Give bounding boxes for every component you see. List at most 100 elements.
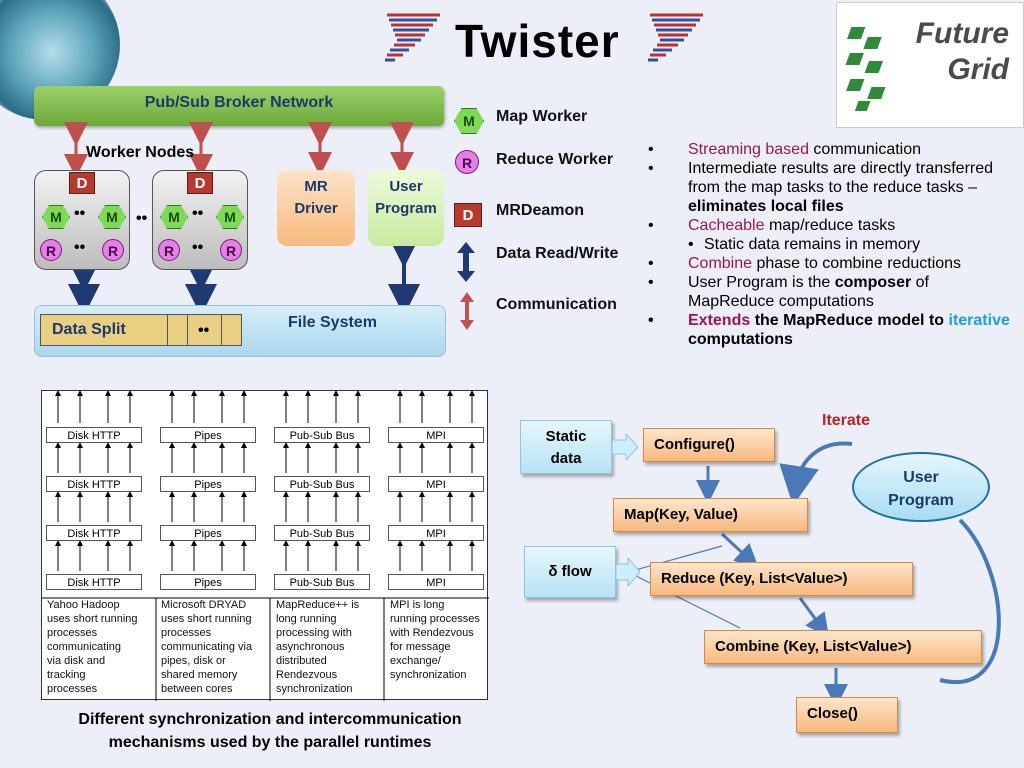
mr-driver-line1: MR — [304, 178, 328, 195]
bullet-highlight: Extends — [688, 312, 751, 329]
legend-reduce-worker: Reduce Worker — [496, 151, 614, 168]
file-system-label: File System — [288, 314, 377, 331]
logo-text-future: Future — [915, 17, 1009, 50]
bullet-text: map/reduce tasks — [764, 217, 896, 234]
desc-line: processes — [47, 627, 98, 639]
bullet-extends: Extends the MapReduce model to iterative… — [648, 311, 1018, 349]
static-data-line1: Static — [545, 428, 587, 445]
legend-daemon-icon: D — [454, 203, 482, 227]
reduce-worker-icon: R — [220, 239, 242, 261]
data-split-cell — [167, 315, 188, 345]
channel-box: Disk HTTP — [46, 427, 142, 443]
data-split-bar — [40, 314, 242, 346]
bullet-bold: eliminates local files — [688, 198, 844, 215]
panel-caption: Different synchronization and intercommu… — [40, 708, 500, 754]
map-step: Map(Key, Value) — [613, 498, 808, 532]
legend-mrdeamon: MRDeamon — [496, 202, 585, 219]
desc-line: with Rendezvous — [390, 627, 474, 639]
bullet-text: Static data remains in memory — [704, 236, 921, 253]
desc-mapreduceplus: MapReduce++ is long running processing w… — [276, 598, 359, 696]
ellipsis: •• — [198, 322, 210, 339]
channel-box: Pub-Sub Bus — [274, 476, 370, 492]
legend-communication: Communication — [496, 296, 617, 313]
user-program-line2: Program — [375, 200, 437, 217]
ellipsis: •• — [74, 205, 86, 222]
desc-line: running processes — [390, 613, 480, 625]
logo-text-grid: Grid — [947, 53, 1009, 86]
data-read-write-arrow-icon — [457, 242, 475, 282]
desc-line: pipes, disk or — [161, 655, 226, 667]
feature-bullets: Streaming based communication Intermedia… — [648, 140, 1018, 349]
bullet-combine: Combine phase to combine reductions — [648, 254, 1018, 273]
flow-arrows — [627, 441, 1001, 708]
delta-flow-box: δ flow — [524, 546, 616, 598]
channel-box: Pipes — [160, 574, 256, 590]
desc-line: exchange/ — [390, 655, 441, 667]
desc-line: MPI is long — [390, 599, 445, 611]
ellipsis: •• — [74, 239, 86, 256]
grid-logo-icon — [845, 27, 886, 111]
user-program-ellipse: User Program — [852, 452, 990, 522]
user-program-line1: User — [903, 469, 939, 486]
desc-line: uses short running — [47, 613, 138, 625]
panel-arrows — [42, 391, 489, 701]
data-split-cell — [221, 315, 242, 345]
channel-box: Pub-Sub Bus — [274, 525, 370, 541]
desc-mpi: MPI is long running processes with Rende… — [390, 598, 480, 682]
channel-box: Pipes — [160, 476, 256, 492]
bullet-cacheable: Cacheable map/reduce tasks — [648, 216, 1018, 235]
desc-line: communicating — [47, 641, 121, 653]
desc-line: synchronization — [276, 683, 353, 695]
worker-nodes-label: Worker Nodes — [86, 144, 195, 161]
caption-line: mechanisms used by the parallel runtimes — [108, 734, 432, 751]
legend-map-worker: Map Worker — [496, 108, 588, 125]
channel-box: Pub-Sub Bus — [274, 427, 370, 443]
desc-line: via disk and — [47, 655, 106, 667]
bullet-bold: composer — [834, 274, 912, 291]
iterate-label: Iterate — [822, 412, 871, 429]
user-program-box: User Program — [368, 170, 444, 246]
desc-line: uses short running — [161, 613, 252, 625]
data-split-cell — [187, 315, 222, 345]
twister-flag-icon — [648, 13, 703, 62]
channel-box: MPI — [388, 476, 484, 492]
page-title: Twister — [455, 15, 620, 67]
desc-line: distributed — [276, 655, 327, 667]
static-data-box: Static data — [520, 420, 612, 474]
bullet-text: Intermediate results are directly transf… — [688, 160, 994, 196]
static-data-line2: data — [550, 450, 582, 467]
desc-line: Yahoo Hadoop — [47, 599, 120, 611]
map-worker-icon: M — [216, 205, 244, 229]
legend-data-read-write: Data Read/Write — [496, 245, 619, 262]
desc-line: for message — [390, 641, 451, 653]
ellipsis: •• — [192, 239, 204, 256]
channel-box: Disk HTTP — [46, 476, 142, 492]
futuregrid-logo: Future Grid — [836, 2, 1024, 128]
daemon-badge: D — [69, 172, 95, 194]
desc-line: synchronization — [390, 669, 467, 681]
desc-line: communicating via — [161, 641, 253, 653]
configure-step: Configure() — [643, 428, 775, 462]
channel-box: MPI — [388, 525, 484, 541]
sub-bullet-static: •Static data remains in memory — [688, 236, 921, 253]
desc-dryad: Microsoft DRYAD uses short running proce… — [161, 598, 252, 696]
user-program-line1: User — [389, 178, 423, 195]
bullet-highlight: Combine — [688, 255, 753, 272]
channel-box: Pipes — [160, 427, 256, 443]
map-worker-icon: M — [160, 205, 188, 229]
desc-line: asynchronous — [276, 641, 345, 653]
caption-line: Different synchronization and intercommu… — [78, 711, 462, 728]
reduce-worker-icon: R — [102, 239, 124, 261]
desc-line: processes — [47, 683, 98, 695]
static-data-pointer-icon — [612, 434, 638, 460]
desc-hadoop: Yahoo Hadoop uses short running processe… — [47, 598, 138, 696]
desc-line: shared memory — [161, 669, 238, 681]
pubsub-broker-network: Pub/Sub Broker Network — [34, 86, 444, 126]
channel-box: Disk HTTP — [46, 525, 142, 541]
bullet-text: of MapReduce computations — [688, 274, 929, 310]
runtime-comparison-panel: Disk HTTP Disk HTTP Disk HTTP Disk HTTP Pipe… — [41, 390, 489, 701]
desc-line: processing with — [276, 627, 352, 639]
channel-box: MPI — [388, 427, 484, 443]
mr-driver-line2: Driver — [294, 200, 338, 217]
channel-box: Disk HTTP — [46, 574, 142, 590]
